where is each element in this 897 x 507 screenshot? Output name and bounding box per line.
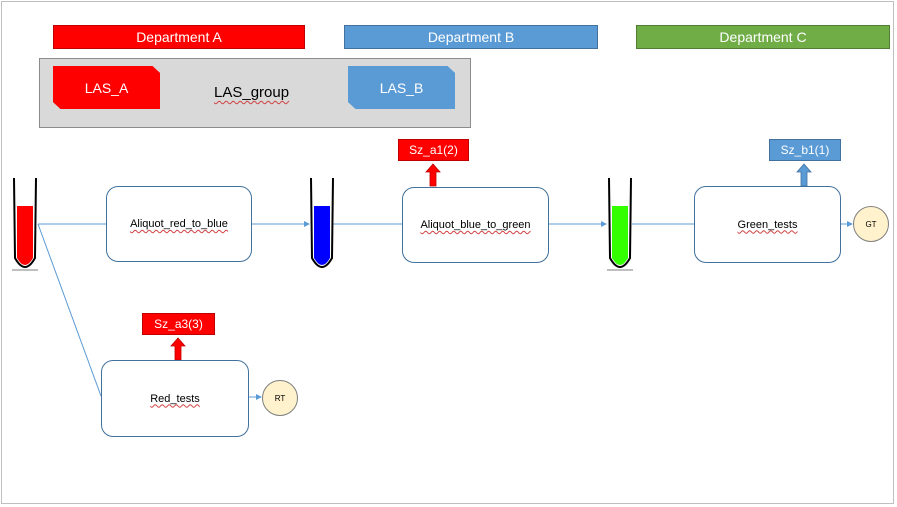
arrow-up-sz-a3 bbox=[170, 337, 186, 361]
department-c-header: Department C bbox=[636, 25, 890, 49]
process-green-tests: Green_tests bbox=[694, 186, 841, 263]
tube-red bbox=[12, 177, 38, 271]
connector-tube-red-to-red-tests bbox=[37, 223, 102, 397]
sz-a1-label: Sz_a1(2) bbox=[398, 139, 469, 161]
process-aliquot-blue-to-green: Aliquot_blue_to_green bbox=[402, 187, 549, 263]
process-green-tests-label: Green_tests bbox=[737, 218, 798, 231]
sz-a3-label: Sz_a3(3) bbox=[142, 313, 215, 335]
las-group-label: LAS_group bbox=[214, 84, 290, 101]
tube-green bbox=[607, 177, 633, 271]
arrow-up-sz-a1 bbox=[425, 163, 441, 187]
endpoint-rt: RT bbox=[262, 380, 298, 416]
process-aliquot-red-to-blue: Aliquot_red_to_blue bbox=[106, 186, 252, 262]
process-red-tests-label: Red_tests bbox=[150, 392, 200, 405]
process-red-tests: Red_tests bbox=[101, 360, 249, 437]
sz-b1-label: Sz_b1(1) bbox=[769, 139, 841, 161]
arrow-up-sz-b1 bbox=[796, 163, 812, 187]
las-b-box: LAS_B bbox=[348, 66, 455, 109]
process-aliquot-blue-to-green-label: Aliquot_blue_to_green bbox=[420, 219, 531, 231]
department-a-header: Department A bbox=[53, 25, 305, 49]
department-b-header: Department B bbox=[344, 25, 598, 49]
las-a-box: LAS_A bbox=[53, 66, 160, 109]
process-aliquot-red-to-blue-label: Aliquot_red_to_blue bbox=[130, 218, 228, 230]
endpoint-gt: GT bbox=[853, 206, 889, 242]
tube-blue bbox=[310, 177, 334, 268]
